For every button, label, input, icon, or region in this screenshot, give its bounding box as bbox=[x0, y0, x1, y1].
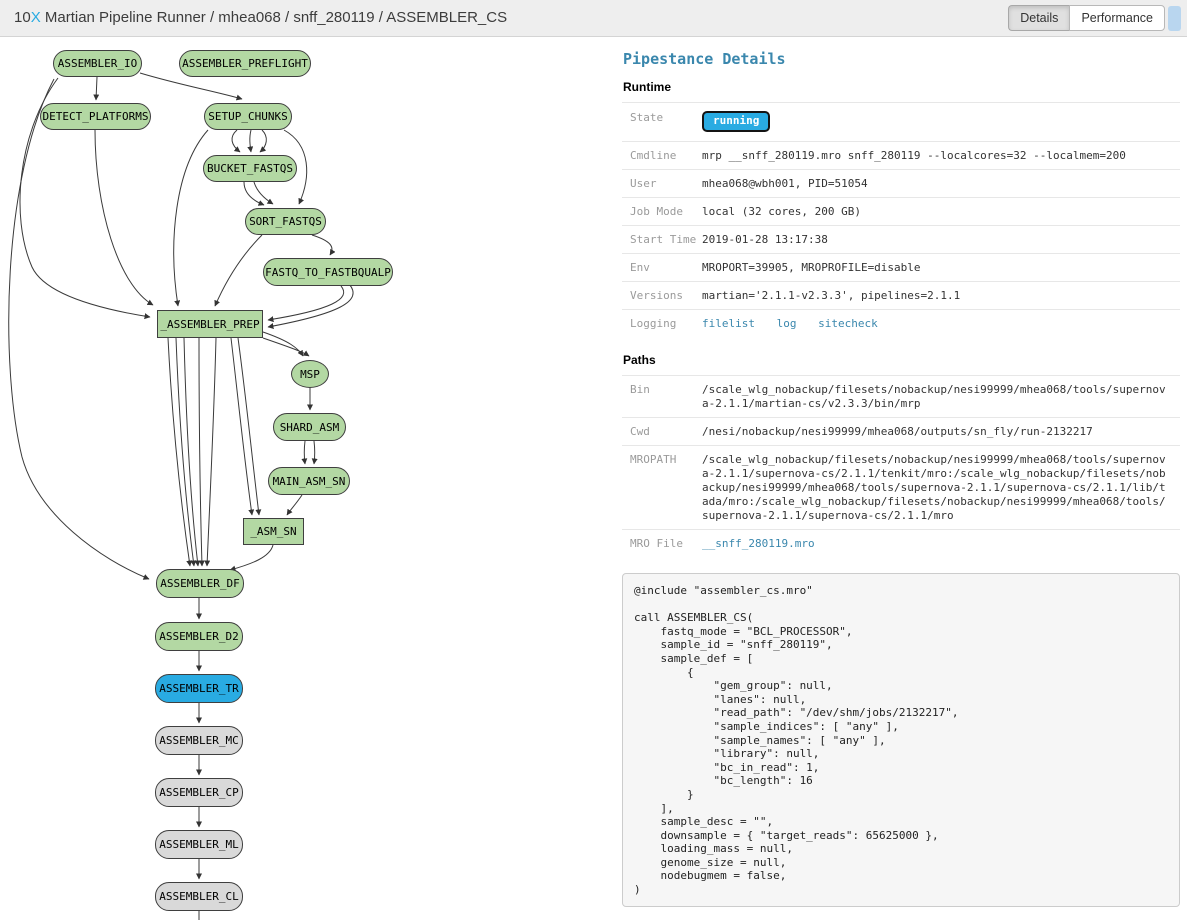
pipeline-node-assembler-prep[interactable]: _ASSEMBLER_PREP bbox=[157, 310, 263, 338]
stage-node-sort-fastqs[interactable]: SORT_FASTQS bbox=[245, 208, 326, 235]
paths-section-title: Paths bbox=[623, 353, 1180, 375]
clipped-blue-element bbox=[1168, 6, 1181, 31]
table-row: User mhea068@wbh001, PID=51054 bbox=[622, 169, 1180, 197]
table-row: Bin /scale_wlg_nobackup/filesets/nobacku… bbox=[622, 375, 1180, 417]
status-badge: running bbox=[702, 111, 770, 132]
stage-node-shard-asm[interactable]: SHARD_ASM bbox=[273, 413, 346, 441]
start-time-label: Start Time bbox=[630, 233, 702, 247]
user-value: mhea068@wbh001, PID=51054 bbox=[702, 177, 1172, 191]
filelist-link[interactable]: filelist bbox=[702, 317, 755, 330]
mro-file-link[interactable]: __snff_280119.mro bbox=[702, 537, 815, 550]
pipeline-graph: ASSEMBLER_IO ASSEMBLER_PREFLIGHT DETECT_… bbox=[0, 37, 621, 920]
job-mode-value: local (32 cores, 200 GB) bbox=[702, 205, 1172, 219]
state-label: State bbox=[630, 111, 702, 132]
table-row: MROPATH /scale_wlg_nobackup/filesets/nob… bbox=[622, 445, 1180, 529]
versions-label: Versions bbox=[630, 289, 702, 303]
start-time-value: 2019-01-28 13:17:38 bbox=[702, 233, 1172, 247]
env-label: Env bbox=[630, 261, 702, 275]
bin-value: /scale_wlg_nobackup/filesets/nobackup/ne… bbox=[702, 383, 1172, 411]
table-row: Logging filelist log sitecheck bbox=[622, 309, 1180, 337]
sitecheck-link[interactable]: sitecheck bbox=[818, 317, 878, 330]
logging-label: Logging bbox=[630, 317, 702, 331]
table-row: Job Mode local (32 cores, 200 GB) bbox=[622, 197, 1180, 225]
bin-label: Bin bbox=[630, 383, 702, 411]
user-label: User bbox=[630, 177, 702, 191]
stage-node-main-asm-sn[interactable]: MAIN_ASM_SN bbox=[268, 467, 350, 495]
table-row: Env MROPORT=39905, MROPROFILE=disable bbox=[622, 253, 1180, 281]
env-value: MROPORT=39905, MROPROFILE=disable bbox=[702, 261, 1172, 275]
table-row: Start Time 2019-01-28 13:17:38 bbox=[622, 225, 1180, 253]
table-row: MRO File __snff_280119.mro bbox=[622, 529, 1180, 557]
mro-source-code: @include "assembler_cs.mro" call ASSEMBL… bbox=[622, 573, 1180, 907]
runtime-table: State running Cmdline mrp __snff_280119.… bbox=[622, 102, 1180, 337]
stage-node-assembler-preflight[interactable]: ASSEMBLER_PREFLIGHT bbox=[179, 50, 311, 77]
brand-x: X bbox=[31, 9, 41, 26]
stage-node-setup-chunks[interactable]: SETUP_CHUNKS bbox=[204, 103, 292, 130]
top-bar: 10X Martian Pipeline Runner / mhea068 / … bbox=[0, 0, 1187, 37]
stage-node-fastq-to-fastbqualp[interactable]: FASTQ_TO_FASTBQUALP bbox=[263, 258, 393, 286]
brand-10: 10 bbox=[14, 9, 31, 26]
performance-button[interactable]: Performance bbox=[1069, 5, 1165, 31]
table-row: Cmdline mrp __snff_280119.mro snff_28011… bbox=[622, 141, 1180, 169]
job-mode-label: Job Mode bbox=[630, 205, 702, 219]
stage-node-assembler-df[interactable]: ASSEMBLER_DF bbox=[156, 569, 244, 598]
versions-value: martian='2.1.1-v2.3.3', pipelines=2.1.1 bbox=[702, 289, 1172, 303]
table-row: State running bbox=[622, 102, 1180, 141]
cwd-value: /nesi/nobackup/nesi99999/mhea068/outputs… bbox=[702, 425, 1172, 439]
panel-heading: Pipestance Details bbox=[623, 50, 1180, 68]
table-row: Versions martian='2.1.1-v2.3.3', pipelin… bbox=[622, 281, 1180, 309]
mropath-value: /scale_wlg_nobackup/filesets/nobackup/ne… bbox=[702, 453, 1172, 523]
stage-node-msp[interactable]: MSP bbox=[291, 360, 329, 388]
view-toggle-group: Details Performance bbox=[1008, 5, 1165, 31]
stage-node-assembler-cl[interactable]: ASSEMBLER_CL bbox=[155, 882, 243, 911]
page-title: 10X Martian Pipeline Runner / mhea068 / … bbox=[14, 9, 507, 26]
cmdline-label: Cmdline bbox=[630, 149, 702, 163]
log-link[interactable]: log bbox=[777, 317, 797, 330]
stage-node-assembler-cp[interactable]: ASSEMBLER_CP bbox=[155, 778, 243, 807]
runtime-section-title: Runtime bbox=[623, 80, 1180, 102]
cmdline-value: mrp __snff_280119.mro snff_280119 --loca… bbox=[702, 149, 1172, 163]
cwd-label: Cwd bbox=[630, 425, 702, 439]
stage-node-assembler-d2[interactable]: ASSEMBLER_D2 bbox=[155, 622, 243, 651]
table-row: Cwd /nesi/nobackup/nesi99999/mhea068/out… bbox=[622, 417, 1180, 445]
stage-node-bucket-fastqs[interactable]: BUCKET_FASTQS bbox=[203, 155, 297, 182]
paths-table: Bin /scale_wlg_nobackup/filesets/nobacku… bbox=[622, 375, 1180, 557]
details-button[interactable]: Details bbox=[1008, 5, 1069, 31]
stage-node-detect-platforms[interactable]: DETECT_PLATFORMS bbox=[40, 103, 151, 130]
mro-file-label: MRO File bbox=[630, 537, 702, 551]
details-panel: Pipestance Details Runtime State running… bbox=[622, 37, 1180, 920]
mropath-label: MROPATH bbox=[630, 453, 702, 523]
stage-node-assembler-mc[interactable]: ASSEMBLER_MC bbox=[155, 726, 243, 755]
stage-node-assembler-io[interactable]: ASSEMBLER_IO bbox=[53, 50, 142, 77]
breadcrumb: Martian Pipeline Runner / mhea068 / snff… bbox=[41, 9, 507, 26]
stage-node-assembler-tr[interactable]: ASSEMBLER_TR bbox=[155, 674, 243, 703]
pipeline-node-asm-sn[interactable]: _ASM_SN bbox=[243, 518, 304, 545]
stage-node-assembler-ml[interactable]: ASSEMBLER_ML bbox=[155, 830, 243, 859]
